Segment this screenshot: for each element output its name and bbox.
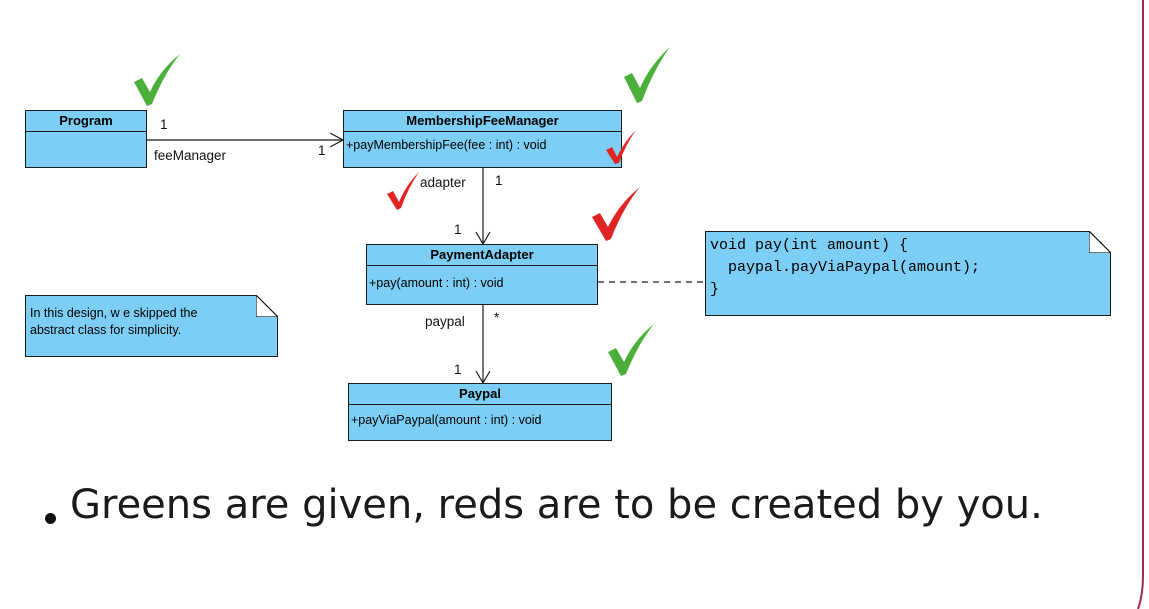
operation-pay-via-paypal: +payViaPaypal(amount : int) : void xyxy=(351,413,542,427)
to-create-check-icon xyxy=(592,187,640,241)
role-paypal: paypal xyxy=(425,314,465,329)
class-paypal-name: Paypal xyxy=(349,384,611,405)
class-membership-fee-manager: MembershipFeeManager +payMembershipFee(f… xyxy=(343,110,622,168)
bullet-dot xyxy=(45,513,56,524)
note-fold-icon xyxy=(1089,231,1111,253)
operation-pay: +pay(amount : int) : void xyxy=(369,276,504,290)
code-note-text: void pay(int amount) { paypal.payViaPayp… xyxy=(710,237,981,298)
multiplicity-program-source: 1 xyxy=(160,117,168,132)
multiplicity-adapter-source: * xyxy=(494,310,500,325)
operation-pay-membership-fee: +payMembershipFee(fee : int) : void xyxy=(346,138,547,152)
multiplicity-adapter-target: 1 xyxy=(454,222,462,237)
multiplicity-manager-source: 1 xyxy=(495,173,503,188)
given-check-icon xyxy=(624,47,670,103)
to-create-check-icon xyxy=(606,130,636,164)
bullet-text: Greens are given, reds are to be created… xyxy=(70,482,1043,528)
given-check-icon xyxy=(608,324,654,376)
class-program: Program xyxy=(25,110,147,168)
class-membership-fee-manager-name: MembershipFeeManager xyxy=(344,111,621,132)
multiplicity-paypal-target: 1 xyxy=(454,362,462,377)
multiplicity-manager-target: 1 xyxy=(318,143,326,158)
class-paypal: Paypal +payViaPaypal(amount : int) : voi… xyxy=(348,383,612,441)
class-payment-adapter: PaymentAdapter +pay(amount : int) : void xyxy=(366,244,598,305)
note-fold-icon xyxy=(256,295,278,317)
role-fee-manager: feeManager xyxy=(154,148,227,163)
to-create-check-icon xyxy=(387,172,419,210)
design-note: In this design, w e skipped the abstract… xyxy=(25,295,278,357)
role-adapter: adapter xyxy=(420,175,466,190)
class-payment-adapter-name: PaymentAdapter xyxy=(367,245,597,266)
class-program-name: Program xyxy=(26,111,146,132)
code-note: void pay(int amount) { paypal.payViaPayp… xyxy=(705,231,1111,316)
given-check-icon xyxy=(134,54,180,106)
design-note-text: In this design, w e skipped the abstract… xyxy=(30,306,198,337)
